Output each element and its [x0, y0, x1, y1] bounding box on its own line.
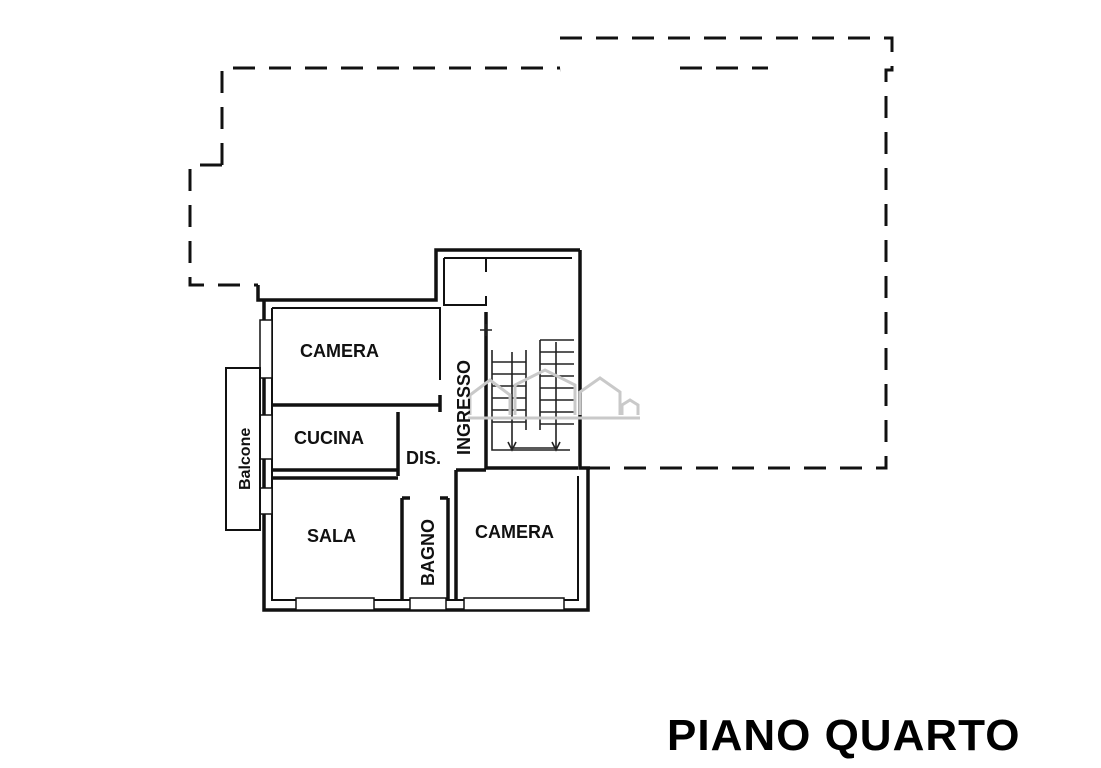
room-label-cucina: CUCINA — [294, 428, 364, 448]
balcony-outline — [225, 367, 261, 531]
room-label-dis: DIS. — [406, 448, 441, 468]
windows — [259, 319, 565, 611]
room-label-camera-top: CAMERA — [300, 341, 379, 361]
room-label-bagno: BAGNO — [418, 519, 438, 586]
room-label-ingresso: INGRESSO — [454, 360, 474, 455]
staircase — [480, 324, 574, 452]
watermark-house-icon — [468, 368, 640, 420]
room-label-balcone: Balcone — [237, 428, 254, 490]
room-label-camera-bottom: CAMERA — [475, 522, 554, 542]
dashed-building-outline — [188, 36, 894, 470]
room-label-sala: SALA — [307, 526, 356, 546]
floor-title: PIANO QUARTO — [667, 711, 1020, 760]
